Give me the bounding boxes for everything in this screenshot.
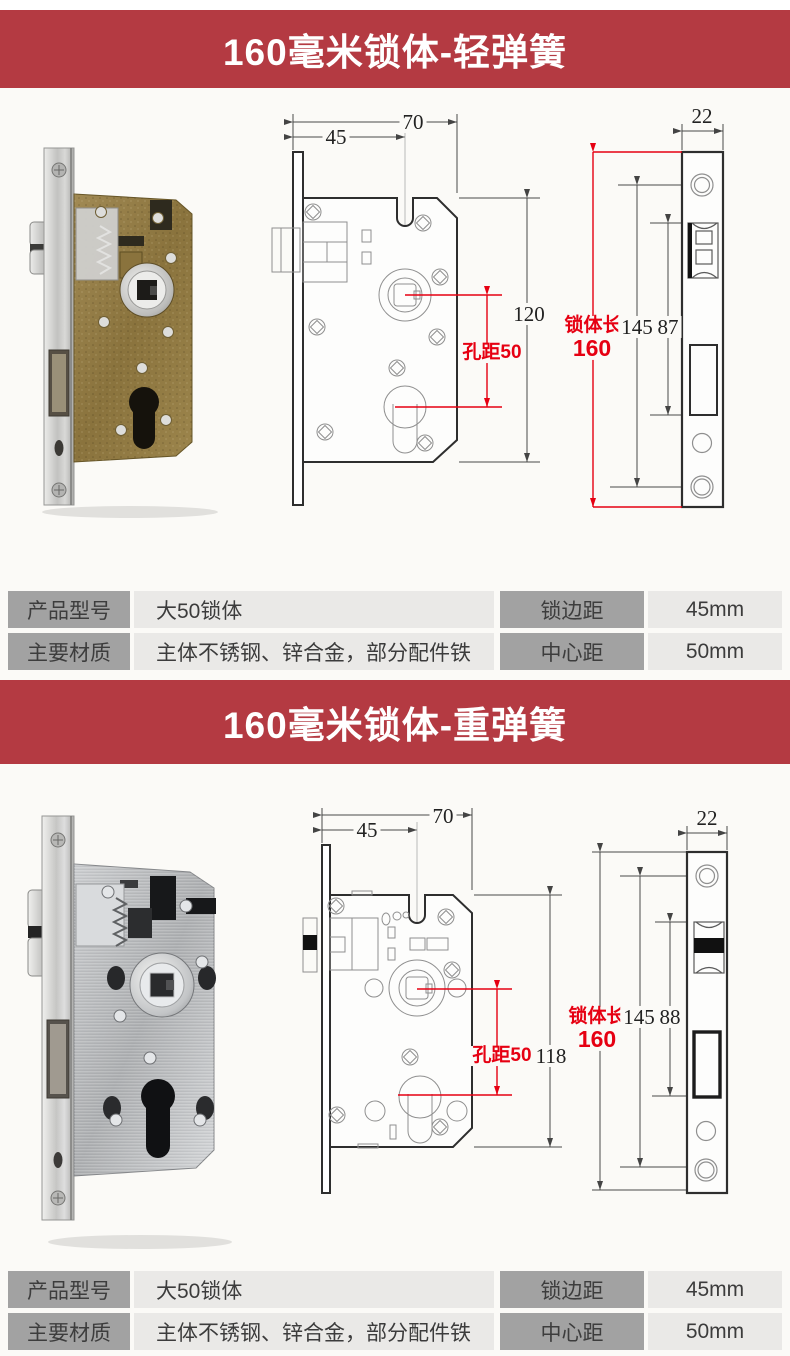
- body-outline: [292, 151, 458, 506]
- photo-shadow: [48, 1235, 232, 1249]
- section2-banner: 160毫米锁体-重弹簧: [0, 680, 790, 764]
- cylinder-keyhole: [129, 387, 159, 449]
- internal-parts: [302, 890, 468, 1149]
- body-length-label: 锁体长: [566, 1006, 628, 1028]
- side-view-drawing-1: [590, 124, 725, 509]
- dim-22-label: 22: [693, 807, 721, 829]
- spec1-value-edge-distance: 45mm: [648, 591, 782, 628]
- front-view-drawing-1: [271, 114, 540, 506]
- body-screws: [95, 206, 177, 436]
- faceplate: [43, 147, 75, 506]
- spec1-value-model: 大50锁体: [134, 591, 494, 628]
- spec2-value-center-distance: 50mm: [648, 1313, 782, 1350]
- product-photo-light-spring: [29, 147, 218, 518]
- body-outline: [321, 844, 473, 1194]
- spec1-label-material: 主要材质: [8, 633, 130, 670]
- hole-pitch-label: 孔距50: [460, 342, 524, 364]
- cylinder-keyhole: [141, 1079, 175, 1158]
- faceplate-features: [692, 864, 725, 1182]
- body-length-value: 160: [570, 334, 614, 361]
- photo-shadow: [42, 506, 218, 518]
- spec1-label-model: 产品型号: [8, 591, 130, 628]
- faceplate-features: [687, 173, 719, 499]
- spec2-value-model: 大50锁体: [134, 1271, 494, 1308]
- dim-45-label: 45: [353, 819, 381, 841]
- spec1-label-center-distance: 中心距: [500, 633, 644, 670]
- section1-banner: 160毫米锁体-轻弹簧: [0, 10, 790, 88]
- hole-pitch-label: 孔距50: [470, 1045, 534, 1067]
- spec1-label-edge-distance: 锁边距: [500, 591, 644, 628]
- spec2-label-material: 主要材质: [8, 1313, 130, 1350]
- faceplate: [41, 815, 75, 1221]
- body-screws: [101, 885, 209, 1127]
- section1-title: 160毫米锁体-轻弹簧: [222, 32, 568, 73]
- dim-45-label: 45: [322, 126, 350, 148]
- dim-118-label: 118: [532, 1045, 570, 1067]
- lock-body-silver: [73, 863, 216, 1177]
- dim-145-label: 145: [618, 316, 656, 338]
- spec2-value-edge-distance: 45mm: [648, 1271, 782, 1308]
- dim-87-label: 87: [654, 316, 682, 338]
- spindle-hub: [129, 952, 195, 1018]
- dimension-lines: [284, 114, 540, 463]
- screw-holes: [304, 203, 449, 452]
- spec1-value-material: 主体不锈钢、锌合金，部分配件铁: [134, 633, 494, 670]
- dim-145-label: 145: [620, 1006, 658, 1028]
- dim-22-label: 22: [688, 105, 716, 127]
- spec1-value-center-distance: 50mm: [648, 633, 782, 670]
- dim-88-label: 88: [656, 1006, 684, 1028]
- product-photo-heavy-spring: [27, 815, 232, 1249]
- dim-70-label: 70: [429, 805, 457, 827]
- top-white-strip: [0, 0, 790, 10]
- side-view-drawing-2: [592, 826, 729, 1195]
- spec2-label-model: 产品型号: [8, 1271, 130, 1308]
- faceplate-outline: [685, 850, 729, 1195]
- body-length-label: 锁体长: [562, 315, 624, 337]
- screw-holes: [327, 897, 461, 1136]
- spec2-label-center-distance: 中心距: [500, 1313, 644, 1350]
- side-cutout-left: [107, 966, 125, 990]
- spec2-label-edge-distance: 锁边距: [500, 1271, 644, 1308]
- faceplate-outline: [680, 150, 725, 509]
- hole-pitch-dimension: [398, 980, 512, 1096]
- dim-70-label: 70: [399, 111, 427, 133]
- spec2-value-material: 主体不锈钢、锌合金，部分配件铁: [134, 1313, 494, 1350]
- section2-title: 160毫米锁体-重弹簧: [222, 705, 568, 746]
- side-cutout-right: [198, 966, 216, 990]
- body-length-value: 160: [575, 1025, 619, 1052]
- dim-120-label: 120: [510, 303, 548, 325]
- front-view-drawing-2: [302, 808, 562, 1194]
- spindle-hub: [119, 262, 175, 318]
